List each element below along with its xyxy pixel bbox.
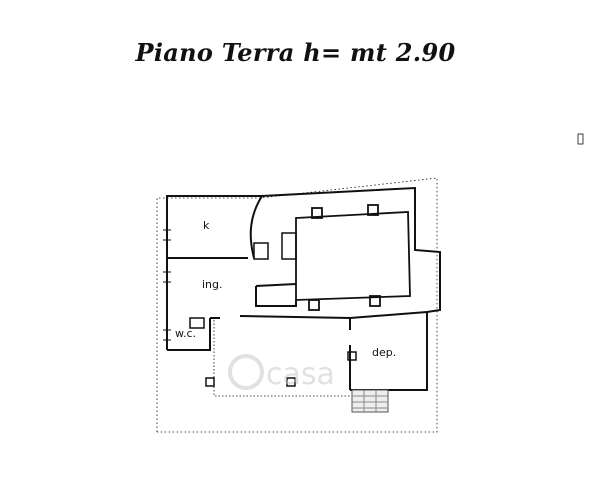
kitchen-counter bbox=[281, 232, 297, 260]
kitchen-cabinet bbox=[253, 242, 269, 260]
watermark-text: casa bbox=[266, 357, 335, 392]
window-marks bbox=[163, 229, 171, 341]
room-label-kitchen: k bbox=[203, 219, 210, 232]
porch-columns bbox=[205, 351, 357, 387]
corner-mark bbox=[577, 133, 584, 145]
room-label-entrance: ing. bbox=[202, 278, 223, 291]
plan-title: Piano Terra h= mt 2.90 bbox=[135, 38, 456, 67]
room-label-wc: w.c. bbox=[175, 327, 196, 340]
exterior-walls bbox=[166, 186, 441, 391]
kitchen-curved-wall bbox=[249, 195, 263, 259]
entrance-walls bbox=[210, 283, 428, 390]
porch-outline bbox=[213, 320, 350, 397]
room-label-storage: dep. bbox=[372, 346, 396, 359]
pergola bbox=[295, 204, 411, 311]
watermark: casa bbox=[228, 354, 335, 392]
entry-steps bbox=[351, 389, 389, 413]
wc-fixture bbox=[189, 317, 205, 329]
